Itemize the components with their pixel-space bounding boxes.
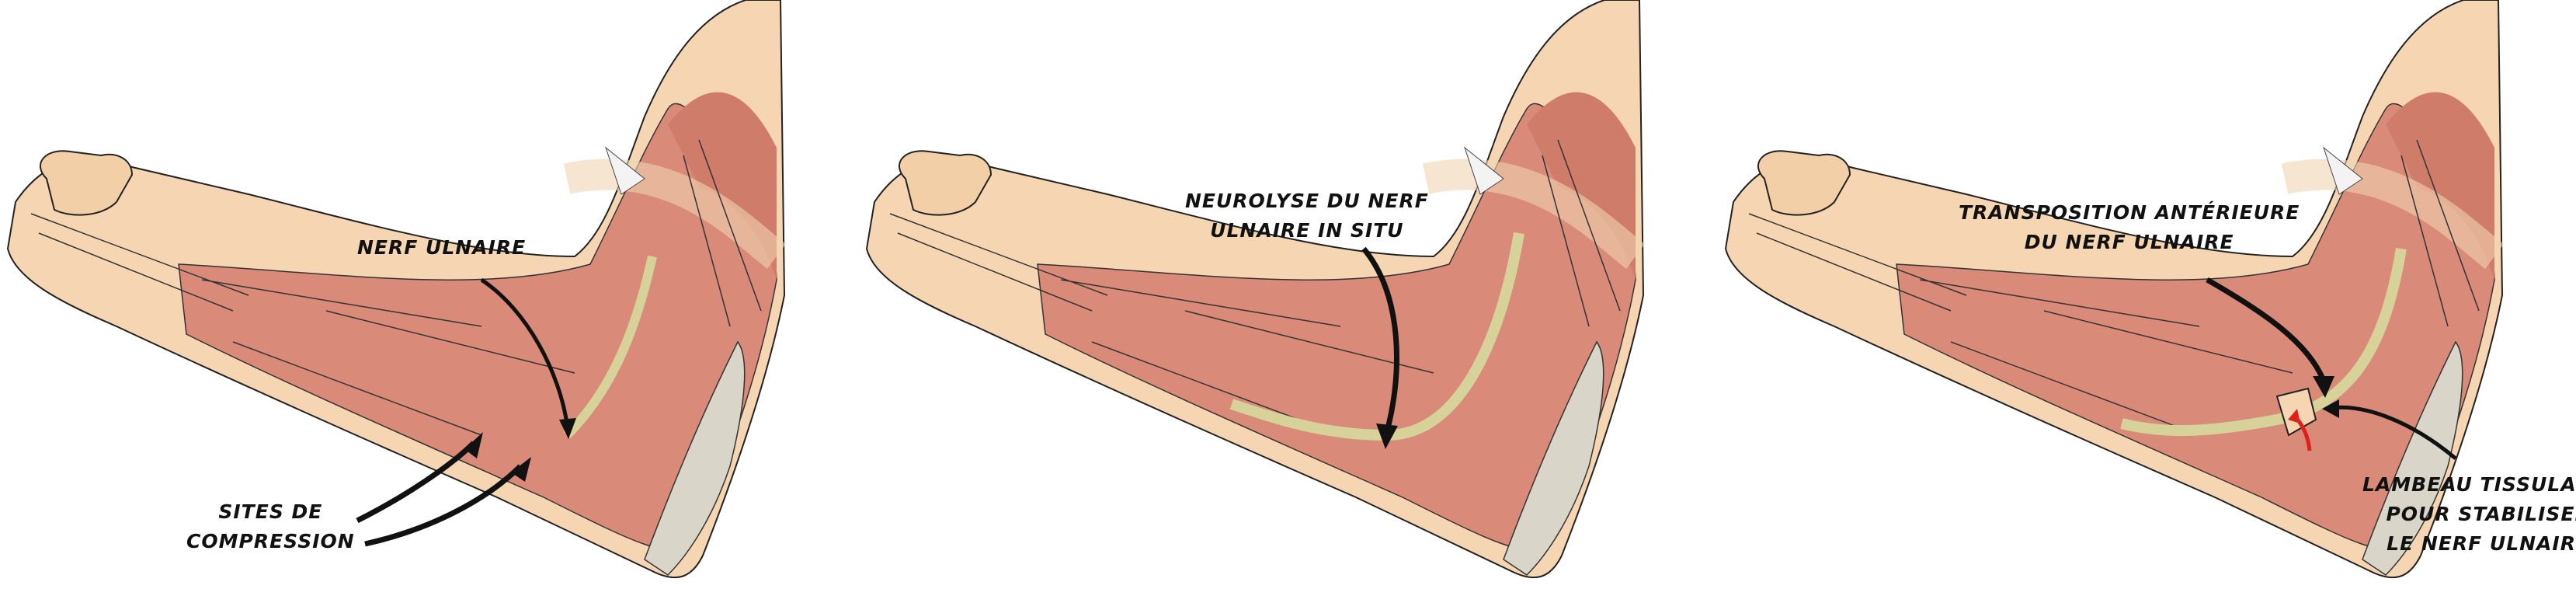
label-nerf-ulnaire: NERF ULNAIRE <box>357 236 527 259</box>
panel-transposition-anterieure: TRANSPOSITION ANTÉRIEURE DU NERF ULNAIRE… <box>1718 0 2576 589</box>
elbow-anatomy-illustration <box>859 0 1717 589</box>
label-transposition: TRANSPOSITION ANTÉRIEURE DU NERF ULNAIRE <box>1959 198 2300 257</box>
label-line: TRANSPOSITION ANTÉRIEURE <box>1959 201 2300 224</box>
arrow-compression-1 <box>356 441 476 524</box>
elbow-anatomy-illustration <box>0 0 858 589</box>
label-sites-de-compression: SITES DE COMPRESSION <box>186 497 355 556</box>
ulnar-nerve <box>1229 232 1524 441</box>
arrow-nerf-ulnaire <box>480 277 569 424</box>
arrow-transposition <box>2206 277 2327 382</box>
arrow-lambeau <box>2331 405 2457 460</box>
label-line: SITES DE <box>218 500 323 523</box>
arrow-compression-2 <box>364 464 523 547</box>
arrow-neurolyse <box>1361 246 1399 432</box>
label-line: LE NERF ULNAIRE <box>2387 532 2576 555</box>
label-line: LAMBEAU TISSULAIRE <box>2362 473 2576 496</box>
label-neurolyse: NEUROLYSE DU NERF ULNAIRE IN SITU <box>1185 186 1429 246</box>
label-line: NEUROLYSE DU NERF <box>1185 190 1429 212</box>
elbow-anatomy-illustration <box>1718 0 2576 589</box>
ulnar-nerve <box>563 255 657 439</box>
label-line: POUR STABILISER <box>2386 503 2576 525</box>
label-line: COMPRESSION <box>186 530 355 552</box>
label-lambeau-tissulaire: LAMBEAU TISSULAIRE POUR STABILISER LE NE… <box>2362 470 2576 559</box>
label-line: DU NERF ULNAIRE <box>2024 231 2234 253</box>
label-line: ULNAIRE IN SITU <box>1210 219 1404 242</box>
panel-compression-sites: NERF ULNAIRE SITES DE COMPRESSION <box>0 0 858 589</box>
panel-neurolyse-in-situ: NEUROLYSE DU NERF ULNAIRE IN SITU <box>859 0 1717 589</box>
